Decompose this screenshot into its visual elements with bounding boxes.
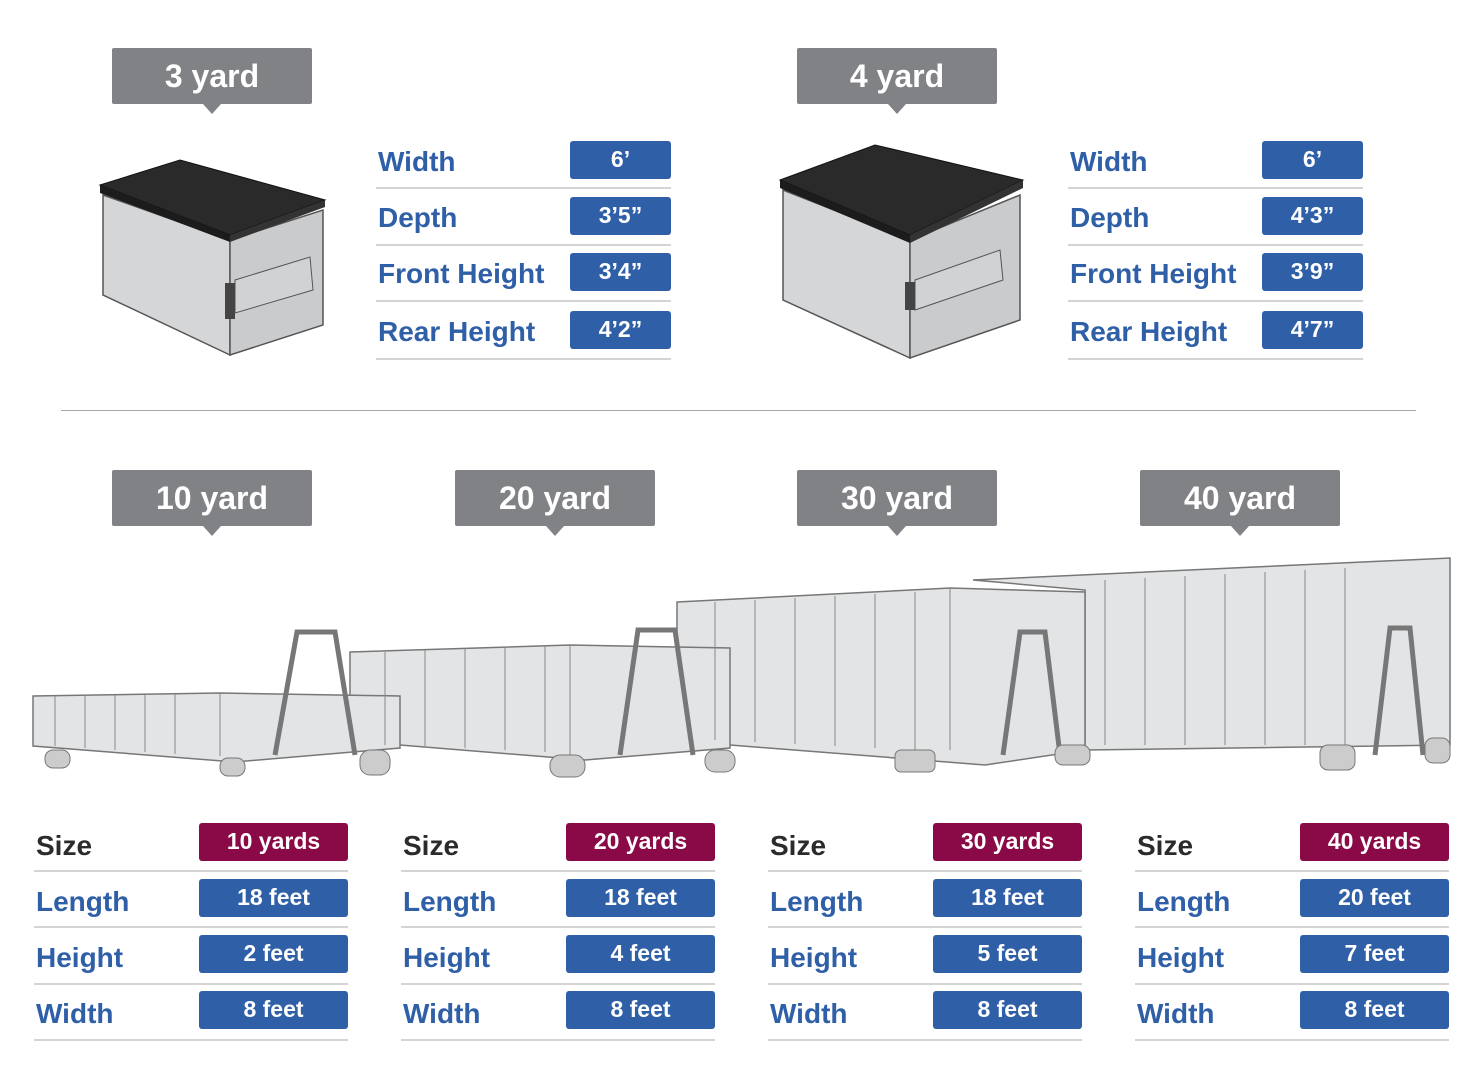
divider-line xyxy=(1135,1039,1449,1041)
size-tag-10-yard: 10 yard xyxy=(112,470,312,536)
spec-value-height: 7 feet xyxy=(1300,935,1449,973)
spec-value-width: 8 feet xyxy=(199,991,348,1029)
divider-line xyxy=(401,983,715,985)
spec-label-height: Height xyxy=(770,942,858,973)
spec-label-width: Width xyxy=(403,998,481,1029)
spec-label-width: Width xyxy=(1070,146,1148,177)
spec-label-height: Height xyxy=(36,942,124,973)
spec-value-depth: 3’5” xyxy=(570,197,671,235)
spec-label-length: Length xyxy=(36,886,130,917)
spec-value-length: 20 feet xyxy=(1300,879,1449,917)
divider-line xyxy=(1068,187,1363,189)
divider-line xyxy=(34,983,348,985)
spec-label-rear-height: Rear Height xyxy=(378,316,536,347)
spec-value-length: 18 feet xyxy=(566,879,715,917)
divider-line xyxy=(768,1039,1082,1041)
divider-line xyxy=(768,983,1082,985)
size-tag-3-yard: 3 yard xyxy=(112,48,312,114)
spec-value-width: 6’ xyxy=(1262,141,1363,179)
spec-value-height: 4 feet xyxy=(566,935,715,973)
divider-line xyxy=(376,244,671,246)
spec-label-size: Size xyxy=(403,830,460,861)
spec-label-size: Size xyxy=(1137,830,1194,861)
spec-value-front-height: 3’9” xyxy=(1262,253,1363,291)
spec-label-width: Width xyxy=(378,146,456,177)
spec-value-width: 8 feet xyxy=(933,991,1082,1029)
divider-line xyxy=(34,870,348,872)
divider-line xyxy=(401,926,715,928)
divider-line xyxy=(1068,358,1363,360)
divider-line xyxy=(401,870,715,872)
size-tag-20-yard: 20 yard xyxy=(455,470,655,536)
spec-label-rear-height: Rear Height xyxy=(1070,316,1228,347)
divider-line xyxy=(768,870,1082,872)
section-divider xyxy=(61,410,1416,411)
spec-label-size: Size xyxy=(770,830,827,861)
spec-value-width: 8 feet xyxy=(1300,991,1449,1029)
spec-label-height: Height xyxy=(1137,942,1225,973)
divider-line xyxy=(1135,926,1449,928)
spec-label-height: Height xyxy=(403,942,491,973)
spec-label-front-height: Front Height xyxy=(378,258,545,289)
spec-value-rear-height: 4’2” xyxy=(570,311,671,349)
spec-label-length: Length xyxy=(770,886,864,917)
front-load-dumpster-4-yard-illustration xyxy=(778,144,1025,360)
size-tag-30-yard: 30 yard xyxy=(797,470,997,536)
size-tag-40-yard: 40 yard xyxy=(1140,470,1340,536)
spec-label-front-height: Front Height xyxy=(1070,258,1237,289)
spec-value-width: 6’ xyxy=(570,141,671,179)
spec-label-size: Size xyxy=(36,830,93,861)
divider-line xyxy=(1068,300,1363,302)
spec-value-length: 18 feet xyxy=(933,879,1082,917)
size-tag-4-yard: 4 yard xyxy=(797,48,997,114)
spec-value-depth: 4’3” xyxy=(1262,197,1363,235)
divider-line xyxy=(34,926,348,928)
divider-line xyxy=(1135,983,1449,985)
divider-line xyxy=(34,1039,348,1041)
spec-label-depth: Depth xyxy=(378,202,458,233)
spec-label-depth: Depth xyxy=(1070,202,1150,233)
spec-value-height: 2 feet xyxy=(199,935,348,973)
spec-value-height: 5 feet xyxy=(933,935,1082,973)
spec-value-size: 30 yards xyxy=(933,823,1082,861)
front-load-dumpster-3-yard-illustration xyxy=(98,159,327,357)
spec-label-width: Width xyxy=(770,998,848,1029)
roll-off-dumpsters-illustration xyxy=(32,557,1451,778)
spec-label-length: Length xyxy=(403,886,497,917)
spec-label-length: Length xyxy=(1137,886,1231,917)
divider-line xyxy=(1135,870,1449,872)
divider-line xyxy=(1068,244,1363,246)
spec-value-size: 40 yards xyxy=(1300,823,1449,861)
divider-line xyxy=(376,187,671,189)
divider-line xyxy=(376,300,671,302)
divider-line xyxy=(768,926,1082,928)
spec-value-length: 18 feet xyxy=(199,879,348,917)
spec-value-width: 8 feet xyxy=(566,991,715,1029)
spec-value-size: 10 yards xyxy=(199,823,348,861)
spec-value-rear-height: 4’7” xyxy=(1262,311,1363,349)
spec-label-width: Width xyxy=(36,998,114,1029)
spec-value-size: 20 yards xyxy=(566,823,715,861)
divider-line xyxy=(401,1039,715,1041)
spec-label-width: Width xyxy=(1137,998,1215,1029)
divider-line xyxy=(376,358,671,360)
spec-value-front-height: 3’4” xyxy=(570,253,671,291)
